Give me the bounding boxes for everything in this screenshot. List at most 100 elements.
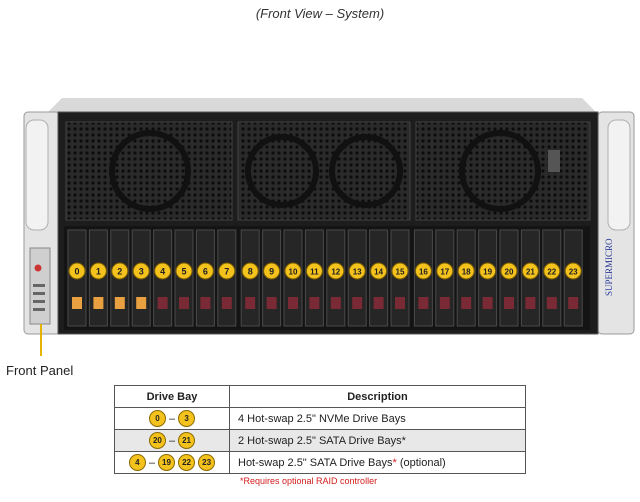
legend-desc-cell: Hot-swap 2.5" SATA Drive Bays* (optional… (229, 451, 526, 474)
drive-bay-12[interactable]: 12 (326, 229, 346, 327)
drive-bay-14[interactable]: 14 (369, 229, 389, 327)
bay-number-badge (414, 262, 432, 280)
bay-badge: 4 (128, 454, 146, 471)
bay-number-badge (89, 262, 107, 280)
legend-desc-cell: 2 Hot-swap 2.5" SATA Drive Bays* (229, 429, 526, 452)
drive-latch (200, 297, 211, 309)
bay-number-badge (521, 262, 539, 280)
drive-latch (179, 297, 189, 309)
left-handle (25, 119, 49, 231)
bay-number-badge (327, 262, 345, 280)
drive-bay-20[interactable]: 20 (499, 229, 519, 327)
bay-number: 20 (505, 268, 514, 277)
bay-number-badge (479, 262, 497, 280)
drive-latch (114, 297, 125, 309)
drive-latch (395, 297, 405, 309)
bay-number: 6 (203, 267, 208, 277)
drive-latch (245, 297, 256, 309)
drive-bay-13[interactable]: 13 (347, 229, 367, 327)
drive-bay-17[interactable]: 17 (435, 229, 455, 327)
power-button[interactable] (34, 264, 42, 272)
drive-bay-21[interactable]: 21 (520, 229, 540, 327)
bay-number: 8 (248, 267, 253, 277)
bay-number: 10 (289, 268, 298, 277)
legend-row-sata: 20–21 2 Hot-swap 2.5" SATA Drive Bays* (114, 429, 526, 452)
drive-bay-3[interactable]: 3 (131, 229, 151, 327)
bay-number-badge (391, 262, 409, 280)
legend-desc-cell: 4 Hot-swap 2.5" NVMe Drive Bays (229, 407, 526, 430)
drive-latch (482, 297, 493, 309)
bay-badge: 21 (178, 432, 196, 449)
bay-badge: 3 (178, 410, 196, 427)
drive-bay-15[interactable]: 15 (390, 229, 410, 327)
drive-latch (157, 297, 168, 309)
drive-bay-22[interactable]: 22 (542, 229, 562, 327)
header-drive-bay: Drive Bay (114, 385, 230, 408)
bay-number: 22 (547, 268, 556, 277)
drive-latch (418, 297, 429, 309)
bay-number-badge (284, 262, 302, 280)
legend-desc: 2 Hot-swap 2.5" SATA Drive Bays (238, 434, 402, 447)
bay-number: 13 (353, 268, 362, 277)
bay-number-badge (218, 262, 236, 280)
bay-badge: 20 (148, 432, 166, 449)
drive-bay-4[interactable]: 4 (153, 229, 173, 327)
drive-bay-5[interactable]: 5 (174, 229, 194, 327)
drive-bay-1[interactable]: 1 (88, 229, 108, 327)
drive-bay-0[interactable]: 0 (67, 229, 87, 327)
drive-bay-19[interactable]: 19 (478, 229, 498, 327)
header-description: Description (229, 385, 526, 408)
fan-grille-center (237, 121, 411, 221)
bay-number: 15 (396, 268, 405, 277)
drive-bay-18[interactable]: 18 (456, 229, 476, 327)
bay-number-badge (348, 262, 366, 280)
drive-latch (330, 297, 341, 309)
bay-number-badge (241, 262, 259, 280)
drive-latch (439, 297, 450, 309)
drive-latch (525, 297, 536, 309)
drive-latch (72, 297, 82, 309)
bay-number: 18 (462, 268, 471, 277)
legend-star: * (401, 434, 406, 447)
bay-number: 16 (419, 268, 428, 277)
bay-number: 5 (181, 267, 186, 277)
bay-number-badge (305, 262, 323, 280)
drive-latch (136, 297, 147, 309)
drive-bay-2[interactable]: 2 (110, 229, 130, 327)
bay-number-badge (175, 262, 193, 280)
bay-number-badge (543, 262, 561, 280)
drive-bay-8[interactable]: 8 (240, 229, 260, 327)
bay-number: 21 (526, 268, 535, 277)
legend-bay-cell: 0–3 (114, 407, 230, 430)
legend-suffix: (optional) (396, 456, 446, 469)
bay-number: 1 (96, 267, 101, 277)
drive-latch (309, 297, 320, 309)
raid-note: *Requires optional RAID controller (240, 476, 378, 486)
bay-number: 23 (569, 268, 578, 277)
drive-bay-6[interactable]: 6 (195, 229, 215, 327)
bay-number: 3 (139, 267, 144, 277)
bay-number: 14 (374, 268, 383, 277)
legend-row-nvme: 0–3 4 Hot-swap 2.5" NVMe Drive Bays (114, 407, 526, 430)
drive-bay-16[interactable]: 16 (413, 229, 433, 327)
bay-number-badge (564, 262, 582, 280)
bay-number: 11 (310, 268, 319, 277)
bay-badge: 0 (148, 410, 166, 427)
bay-number: 0 (74, 267, 79, 277)
drive-bay-9[interactable]: 9 (262, 229, 282, 327)
bay-number-badge (132, 262, 150, 280)
drive-bay-legend: Drive Bay Description 0–3 4 Hot-swap 2.5… (114, 385, 526, 474)
drive-latch (373, 297, 384, 309)
drive-latch (93, 297, 104, 309)
drive-bay-7[interactable]: 7 (217, 229, 237, 327)
bay-number-badge (111, 262, 129, 280)
drive-bay-11[interactable]: 11 (304, 229, 324, 327)
bay-number: 2 (117, 267, 122, 277)
front-panel-label: Front Panel (6, 363, 74, 378)
drive-bay-10[interactable]: 10 (283, 229, 303, 327)
bay-number-badge (263, 262, 281, 280)
drive-latch (266, 297, 277, 309)
drive-bay-23[interactable]: 23 (563, 229, 583, 327)
